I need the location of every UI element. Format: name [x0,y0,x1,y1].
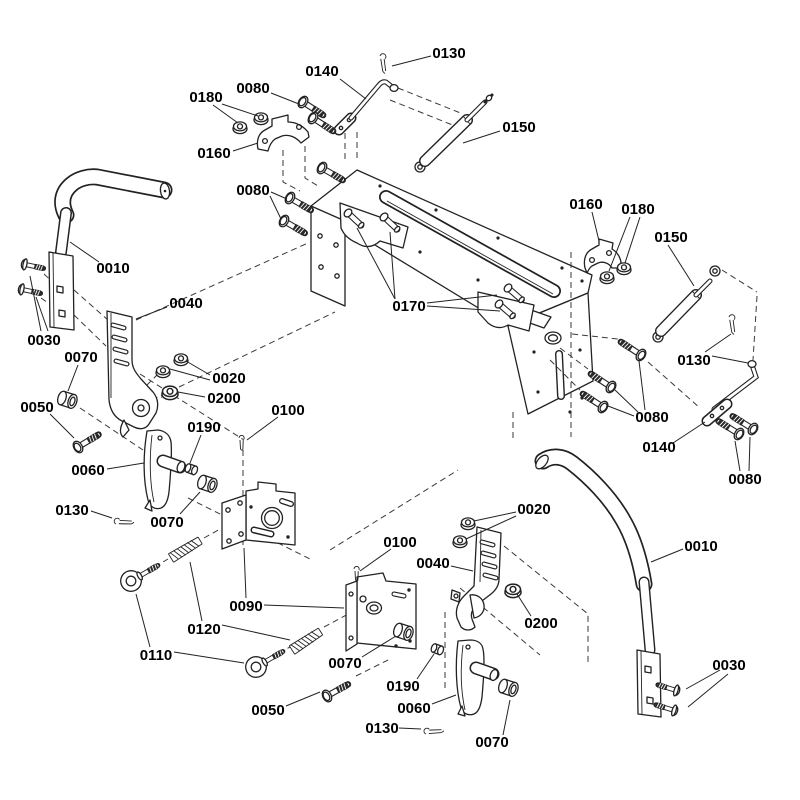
spacer-0190-left [183,462,200,477]
carriage-bolt-left-2 [17,283,41,299]
callout-0200-left: 0200 [207,390,240,407]
nut-top-1 [232,121,248,135]
cotter-pin-left [112,514,135,531]
flange-nut-0020-b2 [452,535,468,549]
spacer-0190-bottom [429,642,446,657]
bolt-0080-r3 [579,389,609,415]
callout-0130-top: 0130 [432,45,465,62]
callout-0200-bottom: 0200 [524,615,557,632]
flange-nut-0200-left [161,385,179,401]
bolt-0050-left [71,429,102,454]
callout-0060-left: 0060 [71,462,104,479]
callout-0160-right: 0160 [569,196,602,213]
leader-lines [29,55,751,736]
callout-0060-bottom: 0060 [397,700,430,717]
gas-spring-top [414,93,494,173]
callout-0020-bottom: 0020 [517,501,550,518]
cotter-pin-top [376,52,390,75]
link-rod-top [333,79,399,136]
callout-0040-bottom: 0040 [416,555,449,572]
bushing-0070-left-1 [55,389,80,411]
callout-0070-b2: 0070 [475,734,508,751]
callout-0120: 0120 [187,621,220,638]
callout-0130-bottom: 0130 [365,720,398,737]
callout-0050-left: 0050 [20,399,53,416]
cotter-pin-bottom [422,724,445,739]
callout-0130-right: 0130 [677,352,710,369]
bolt-mid-1 [315,161,346,186]
bushing-0070-left-2 [195,473,220,495]
mount-bracket-upper [221,481,296,550]
carriage-bolt-left-1 [20,258,44,274]
callout-0160-top: 0160 [197,145,230,162]
stud-gusset-right [477,283,535,332]
bolt-0080-r1 [617,337,647,363]
callout-0080-mid: 0080 [236,182,269,199]
eyebolt-0110-2 [242,643,288,681]
bolt-mid-3 [277,214,308,239]
latch-lever-bottom [455,639,500,717]
callout-0090: 0090 [229,598,262,615]
callout-0040-left: 0040 [169,295,202,312]
callout-0080-top: 0080 [236,80,269,97]
callout-0010-right: 0010 [684,538,717,555]
callout-0100-left: 0100 [271,402,304,419]
flange-nut-0020-l2 [173,353,189,367]
adjuster-plate-left [106,310,159,438]
pivot-bracket-top [256,114,310,152]
callout-0080-right: 0080 [635,409,668,426]
callout-0020-left: 0020 [212,370,245,387]
callout-labels: 0130 0140 0080 0180 0160 0150 0080 0010 … [20,45,761,751]
callout-0150-right: 0150 [654,229,687,246]
callout-0070-left1: 0070 [64,349,97,366]
cotter-pin-right [725,313,739,336]
eyebolt-0110-1 [117,557,163,595]
main-frame-bracket [310,169,594,415]
flange-nut-0020-b1 [460,517,476,531]
callout-0030-left: 0030 [27,332,60,349]
callout-0070-left2: 0070 [150,514,183,531]
callout-0140-right: 0140 [642,439,675,456]
spring-0120-2 [288,626,324,655]
nut-0180-r2 [616,262,632,276]
callout-0050-bottom: 0050 [251,702,284,719]
nut-top-2 [253,112,269,126]
callout-0190-bottom: 0190 [386,678,419,695]
callout-0180-right: 0180 [621,201,654,218]
callout-0080-br: 0080 [728,471,761,488]
callout-0100-bottom: 0100 [383,534,416,551]
callout-0190-left: 0190 [187,419,220,436]
spring-0120-1 [167,535,204,563]
bushing-0070-b2 [496,677,521,699]
flange-nut-0020-l1 [155,365,171,379]
callout-0150-top: 0150 [502,119,535,136]
callout-0180-top: 0180 [189,89,222,106]
bolt-0050-bottom [320,679,351,704]
control-handle-right [534,448,662,718]
link-rod-right [701,359,759,427]
callout-0130-left: 0130 [55,502,88,519]
pivot-bracket-right [583,238,622,274]
callout-0110: 0110 [140,647,173,664]
callout-0070-b1: 0070 [328,655,361,672]
stud-gusset-left [339,202,409,249]
callout-0140-top: 0140 [305,63,338,80]
nut-0180-r1 [599,271,615,285]
callout-0030-right: 0030 [712,657,745,674]
adjuster-plate-bottom [450,526,502,631]
gas-spring-right [652,265,721,343]
retainer-clip-left [238,434,245,451]
flange-nut-0200-bottom [504,583,522,599]
bolt-mid-2 [283,191,314,216]
callout-0170: 0170 [392,298,425,315]
callout-0010-left: 0010 [96,260,129,277]
latch-lever-left [143,429,187,512]
control-handle-left [48,168,173,331]
